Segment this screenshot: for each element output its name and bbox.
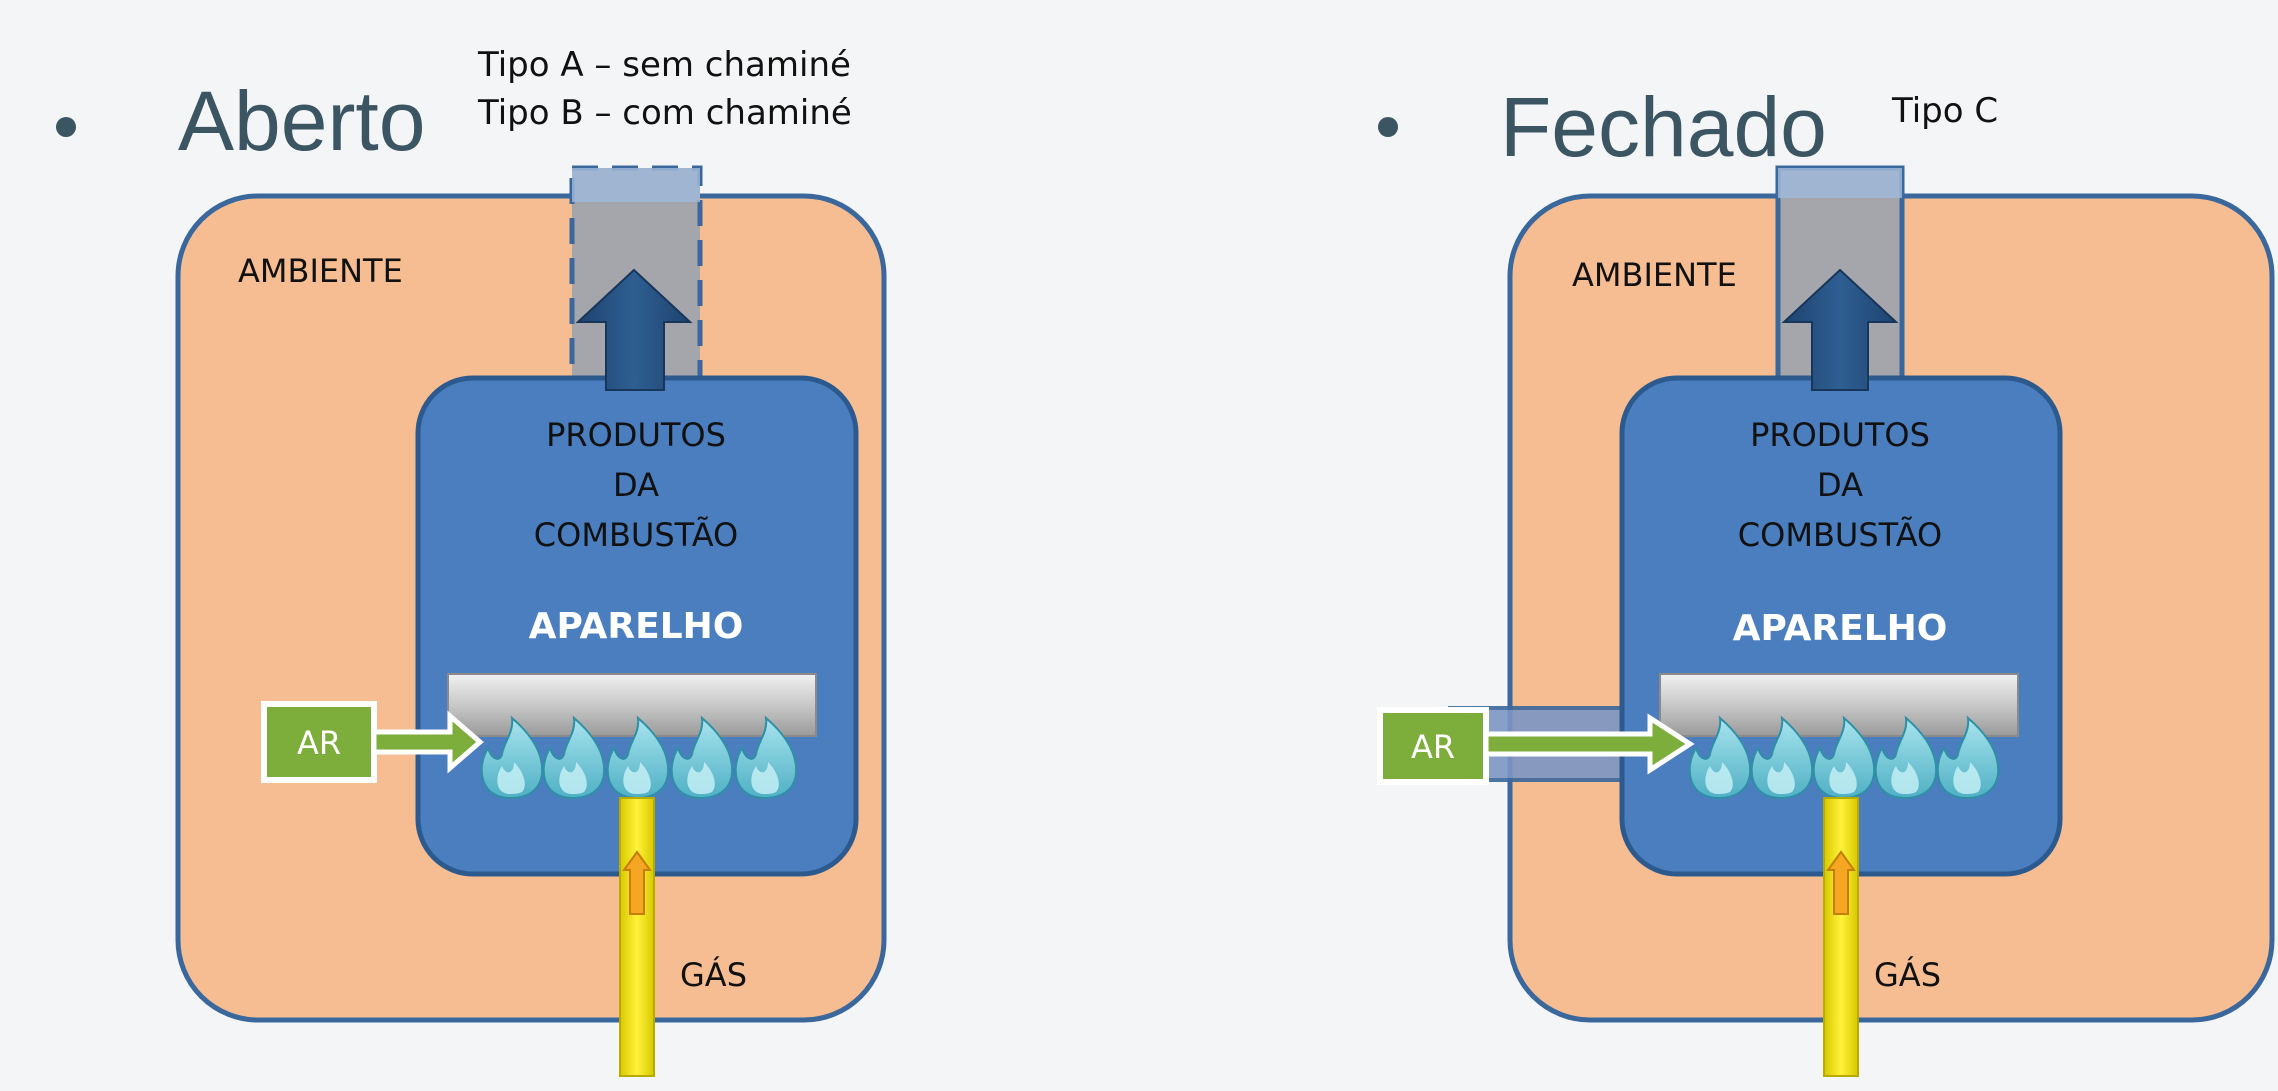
air-arrow [371,710,484,774]
air-arrow [1483,713,1695,775]
room-label: AMBIENTE [238,252,403,290]
heading-open: Aberto [178,74,426,168]
gas-arrow [1826,850,1856,915]
products-label-line-3: COMBUSTÃO [1738,516,1942,554]
products-label-line-2: DA [1817,466,1863,504]
exhaust-arrow [575,268,693,391]
heading-closed: Fechado [1500,80,1827,174]
exhaust-arrow [1781,268,1899,391]
note-type-a: Tipo A – sem chaminé [477,45,851,85]
products-label-line-3: COMBUSTÃO [534,516,738,554]
closed-diagram: Fechado Tipo C AMBIENTE PRODUTOS DA COMB… [1377,80,2275,1077]
gas-label: GÁS [680,956,747,994]
burner [1659,673,2019,737]
note-type-b: Tipo B – com chaminé [477,93,852,133]
gas-label: GÁS [1874,956,1941,994]
air-label: AR [297,724,341,762]
appliance-label: APARELHO [1733,608,1948,649]
bullet-icon [1378,117,1398,137]
room-label: AMBIENTE [1572,256,1737,294]
gas-pipe [1823,797,1859,1077]
appliance-label: APARELHO [529,606,744,647]
products-label-line-1: PRODUTOS [546,416,726,454]
air-label: AR [1411,728,1455,766]
burner [447,673,817,737]
products-label-line-2: DA [613,466,659,504]
chimney-top [1778,168,1902,198]
bullet-icon [56,117,76,137]
gas-arrow [622,850,652,915]
chimney-top [572,168,700,202]
open-diagram: Aberto Tipo A – sem chaminé Tipo B – com… [56,45,887,1077]
note-type-c: Tipo C [1891,91,1998,131]
products-label-line-1: PRODUTOS [1750,416,1930,454]
gas-pipe [619,797,655,1077]
